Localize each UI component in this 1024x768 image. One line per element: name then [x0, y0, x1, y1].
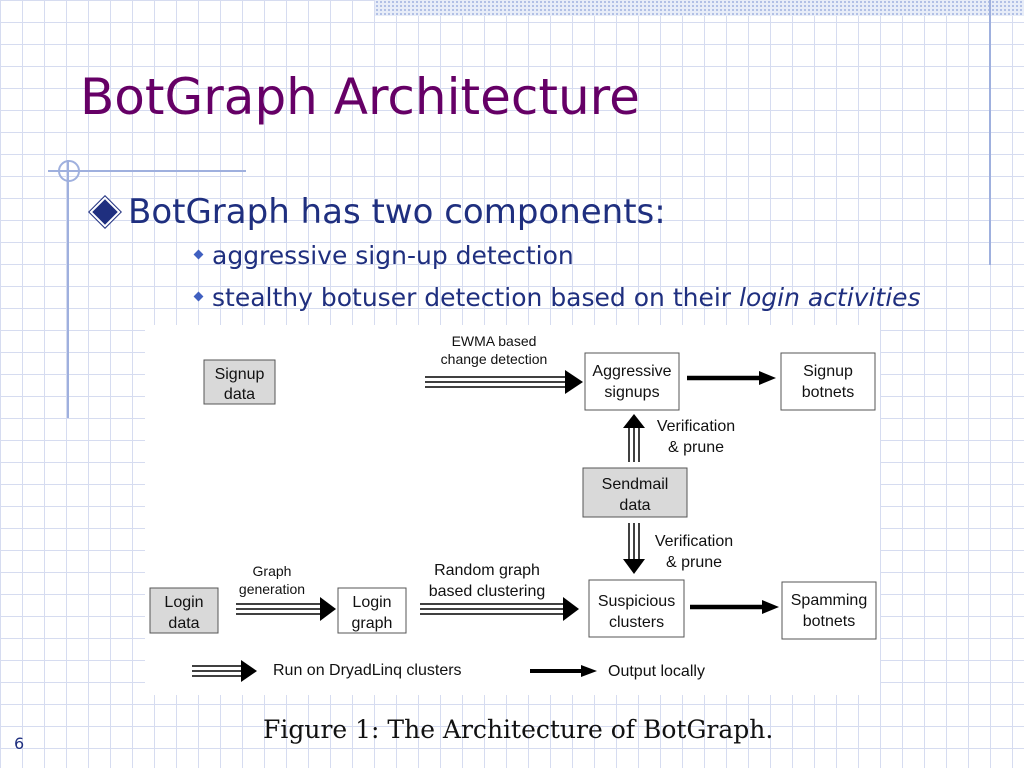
right-vertical-rule: [989, 0, 991, 265]
small-diamond-bullet-icon: [193, 291, 204, 302]
svg-text:Sendmail: Sendmail: [602, 476, 669, 493]
svg-text:Random graph: Random graph: [434, 562, 540, 579]
arrow-logindata-to-logingraph: [236, 597, 336, 621]
label-ewma: EWMA based change detection: [441, 333, 548, 367]
svg-text:Verification: Verification: [655, 533, 733, 550]
top-decorative-band: [375, 0, 1024, 16]
sub-bullet-2: stealthy botuser detection based on thei…: [193, 283, 921, 312]
sub-bullet-1: aggressive sign-up detection: [193, 241, 574, 270]
rule-circle-ornament: [58, 160, 80, 182]
svg-text:& prune: & prune: [666, 554, 722, 571]
svg-text:Verification: Verification: [657, 418, 735, 435]
small-diamond-bullet-icon: [193, 249, 204, 260]
svg-text:graph: graph: [352, 615, 393, 632]
architecture-diagram: Signup data Aggressive signups Signup bo…: [149, 333, 877, 682]
svg-text:Run on DryadLinq clusters: Run on DryadLinq clusters: [273, 662, 462, 679]
svg-text:botnets: botnets: [803, 613, 855, 630]
figure-caption: Figure 1: The Architecture of BotGraph.: [263, 715, 774, 744]
svg-text:Suspicious: Suspicious: [598, 593, 675, 610]
node-suspicious-clusters: Suspicious clusters: [588, 579, 685, 638]
arrow-signup-to-aggressive: [425, 370, 583, 394]
arrow-logingraph-to-suspicious: [420, 597, 579, 621]
left-vertical-rule: [67, 160, 69, 418]
svg-text:EWMA based: EWMA based: [452, 333, 537, 349]
legend-output-locally: Output locally: [530, 663, 705, 680]
svg-text:data: data: [224, 386, 255, 403]
svg-text:data: data: [168, 615, 199, 632]
node-signup-data: Signup data: [203, 359, 276, 405]
architecture-figure: Signup data Aggressive signups Signup bo…: [145, 325, 880, 695]
sub-bullet-1-text: aggressive sign-up detection: [212, 241, 574, 270]
svg-text:Login: Login: [352, 594, 391, 611]
svg-text:Signup: Signup: [803, 363, 853, 380]
sub-bullet-2-text: stealthy botuser detection based on thei…: [212, 283, 740, 312]
svg-text:botnets: botnets: [802, 384, 854, 401]
arrow-sendmail-to-aggressive: [623, 414, 645, 462]
label-graph-generation: Graph generation: [239, 563, 305, 597]
arrow-suspicious-to-spamming-botnets: [690, 600, 779, 614]
svg-text:generation: generation: [239, 581, 305, 597]
sub-bullet-2-emphasis: login activities: [739, 283, 921, 312]
label-verification-down: Verification & prune: [655, 533, 733, 571]
svg-text:& prune: & prune: [668, 439, 724, 456]
svg-text:Login: Login: [164, 594, 203, 611]
diamond-bullet-icon: [89, 195, 121, 228]
node-signup-botnets: Signup botnets: [780, 352, 876, 411]
node-login-data: Login data: [149, 587, 219, 634]
label-verification-up: Verification & prune: [657, 418, 735, 456]
svg-text:data: data: [619, 497, 650, 514]
node-aggressive-signups: Aggressive signups: [584, 352, 680, 411]
node-login-graph: Login graph: [337, 587, 407, 634]
node-sendmail-data: Sendmail data: [582, 467, 688, 518]
svg-text:change detection: change detection: [441, 351, 548, 367]
page-number: 6: [14, 734, 25, 753]
svg-text:Signup: Signup: [215, 366, 265, 383]
node-spamming-botnets: Spamming botnets: [781, 581, 877, 640]
arrow-sendmail-to-suspicious: [623, 523, 645, 574]
main-bullet-text: BotGraph has two components:: [128, 192, 666, 232]
slide-title: BotGraph Architecture: [80, 68, 640, 126]
svg-text:Graph: Graph: [253, 563, 292, 579]
title-underline-rule: [48, 170, 246, 172]
label-random-graph: Random graph based clustering: [429, 562, 546, 600]
legend-dryadlinq: Run on DryadLinq clusters: [192, 660, 462, 682]
svg-text:clusters: clusters: [609, 614, 664, 631]
svg-text:based clustering: based clustering: [429, 583, 546, 600]
svg-text:Aggressive: Aggressive: [592, 363, 671, 380]
svg-text:Output locally: Output locally: [608, 663, 705, 680]
arrow-aggressive-to-signup-botnets: [687, 371, 776, 385]
main-bullet: BotGraph has two components:: [88, 192, 666, 232]
svg-text:signups: signups: [604, 384, 659, 401]
svg-text:Spamming: Spamming: [791, 592, 867, 609]
